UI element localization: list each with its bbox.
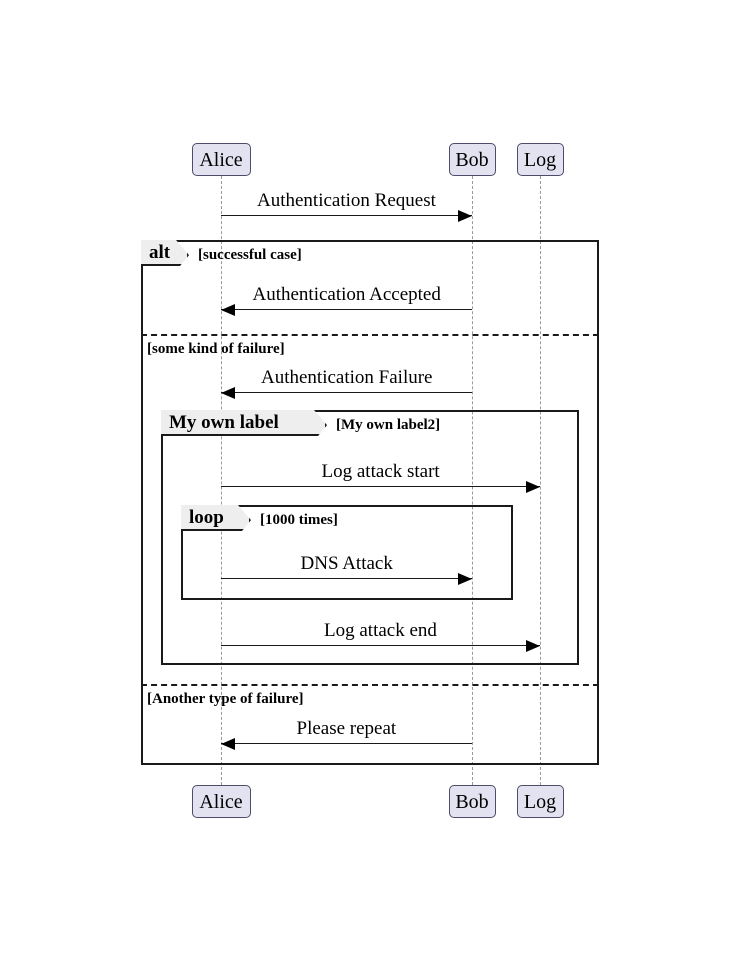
message-label-m6: Log attack end	[324, 620, 437, 641]
participant-label: Alice	[199, 148, 243, 171]
fragment-guard-alt: [successful case]	[198, 247, 302, 263]
fragment-branch-guard-alt-1: [some kind of failure]	[147, 341, 285, 357]
message-line-m4	[221, 486, 540, 487]
message-arrowhead-m4	[526, 481, 540, 493]
lifeline-alice	[220, 176, 222, 785]
participant-label: Log	[523, 148, 557, 171]
message-arrowhead-m7	[221, 738, 235, 750]
fragment-guard-my-own-label: [My own label2]	[336, 417, 441, 433]
message-line-m2	[221, 309, 472, 310]
message-label-m5: DNS Attack	[300, 553, 393, 574]
message-line-m5	[221, 578, 472, 579]
participant-label: Bob	[455, 790, 489, 813]
message-arrowhead-m1	[458, 210, 472, 222]
participant-label: Alice	[199, 790, 243, 813]
message-label-m2: Authentication Accepted	[252, 284, 441, 305]
lifeline-log	[539, 176, 541, 785]
fragment-alt	[141, 240, 599, 765]
fragment-operator-my-own-label: My own label	[161, 410, 327, 436]
participant-log-top[interactable]: Log	[516, 143, 564, 176]
fragment-divider-alt-1	[141, 334, 599, 336]
message-label-m7: Please repeat	[296, 718, 397, 739]
message-line-m6	[221, 645, 540, 646]
participant-bob-bottom[interactable]: Bob	[448, 785, 496, 818]
message-arrowhead-m6	[526, 640, 540, 652]
participant-alice-top[interactable]: Alice	[191, 143, 251, 176]
message-line-m1	[221, 215, 472, 216]
fragment-operator-loop: loop	[181, 505, 251, 531]
message-arrowhead-m5	[458, 573, 472, 585]
message-line-m3	[221, 392, 472, 393]
message-arrowhead-m2	[221, 304, 235, 316]
message-arrowhead-m3	[221, 387, 235, 399]
fragment-branch-guard-alt-2: [Another type of failure]	[147, 691, 304, 707]
message-label-m3: Authentication Failure	[261, 367, 433, 388]
fragment-divider-alt-2	[141, 684, 599, 686]
message-label-m4: Log attack start	[321, 461, 440, 482]
message-label-m1: Authentication Request	[257, 190, 436, 211]
participant-label: Log	[523, 790, 557, 813]
fragment-loop	[181, 505, 513, 600]
participant-alice-bottom[interactable]: Alice	[191, 785, 251, 818]
fragment-my-own-label	[161, 410, 579, 665]
message-line-m7	[221, 743, 472, 744]
participant-label: Bob	[455, 148, 489, 171]
participant-log-bottom[interactable]: Log	[516, 785, 564, 818]
lifeline-bob	[471, 176, 473, 785]
fragment-guard-loop: [1000 times]	[260, 512, 338, 528]
participant-bob-top[interactable]: Bob	[448, 143, 496, 176]
